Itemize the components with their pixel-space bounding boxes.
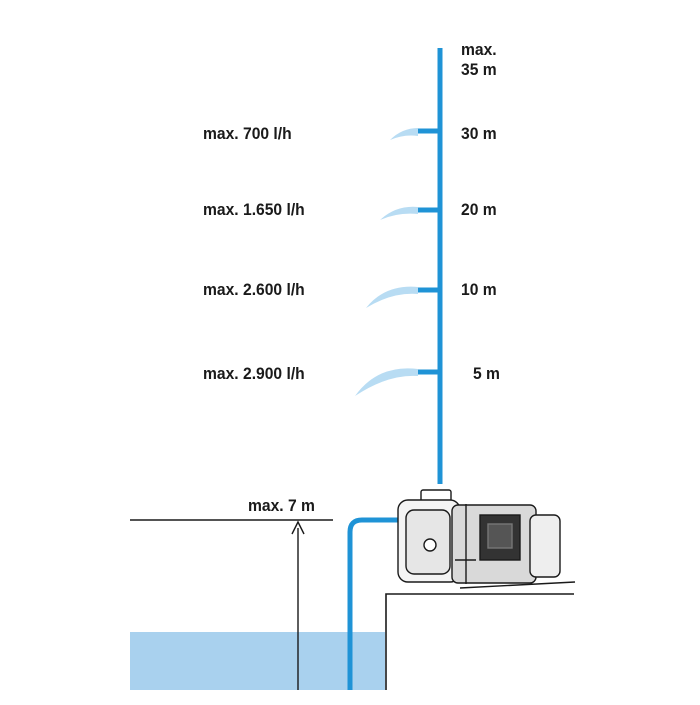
suction-pipe — [347, 517, 398, 690]
height-label-30m: 30 m — [461, 124, 497, 143]
height-label-20m: 20 m — [461, 200, 497, 219]
spray-20m — [380, 206, 418, 220]
flow-label-5m: max. 2.900 l/h — [203, 364, 305, 383]
spray-5m — [355, 368, 418, 396]
top-label-line2: 35 m — [461, 60, 497, 79]
flow-label-20m: max. 1.650 l/h — [203, 200, 305, 219]
top-label-line1: max. — [461, 40, 497, 59]
pump-illustration — [397, 489, 576, 589]
water-reservoir — [130, 632, 385, 690]
spray-30m — [390, 128, 418, 140]
suction-arrow-head — [291, 520, 305, 535]
spray-10m — [366, 286, 418, 308]
suction-height-label: max. 7 m — [248, 496, 315, 515]
height-label-10m: 10 m — [461, 280, 497, 299]
platform-outline — [385, 593, 574, 690]
flow-label-30m: max. 700 l/h — [203, 124, 292, 143]
height-label-5m: 5 m — [473, 364, 500, 383]
flow-label-10m: max. 2.600 l/h — [203, 280, 305, 299]
